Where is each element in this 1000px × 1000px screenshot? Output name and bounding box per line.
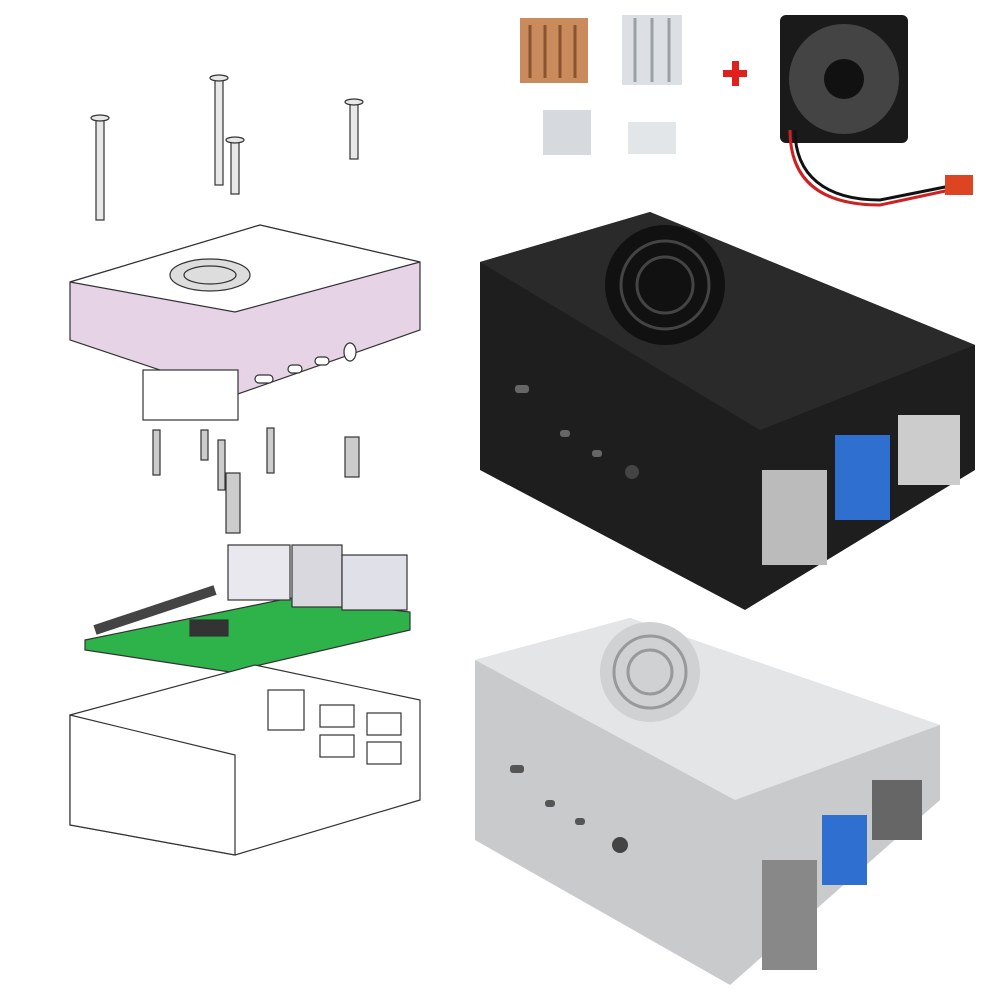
usb2-ports <box>762 860 817 970</box>
silver-heatsink-flat <box>628 122 676 154</box>
cooling-fan <box>780 15 973 207</box>
usb3-ports <box>835 435 890 520</box>
fan-vent-icon <box>169 258 251 292</box>
fan-vent-icon <box>605 225 725 345</box>
fan-connector <box>945 175 973 195</box>
silver-heatsink-small <box>543 110 591 155</box>
top-lid <box>69 224 421 421</box>
bottom-case <box>69 664 421 856</box>
black-case <box>480 212 975 610</box>
exploded-diagram <box>69 74 421 856</box>
screws-top <box>90 74 364 221</box>
ethernet-port <box>898 415 960 485</box>
standoffs <box>152 427 360 534</box>
usb3-ports <box>822 815 867 885</box>
usb2-ports <box>762 470 827 565</box>
ethernet-port <box>872 780 922 840</box>
silver-case <box>475 618 940 985</box>
heatsinks <box>520 15 682 155</box>
plus-icon <box>723 61 747 86</box>
circuit-board <box>84 544 411 673</box>
fan-wire <box>788 129 951 207</box>
